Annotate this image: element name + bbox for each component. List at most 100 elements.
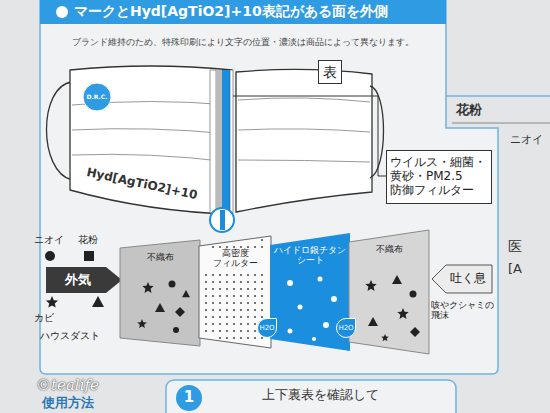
ear-loop: [47, 82, 73, 180]
particle-dot: [219, 281, 221, 283]
pollen-symbol: [84, 251, 94, 261]
arrow-shape: [46, 267, 122, 293]
nonwoven-layer: 不織布: [120, 240, 200, 346]
particle-dot: [219, 295, 221, 297]
node-label: 不織布: [376, 244, 403, 254]
particle-star: [397, 308, 408, 319]
layer-strip: [230, 70, 233, 213]
particle-dot: [212, 323, 214, 325]
outside-air-arrow: 外気: [46, 267, 122, 293]
section-title: 使用方法: [42, 396, 94, 411]
particle-dot: [312, 337, 316, 341]
arrow-shape: [432, 265, 492, 293]
particle-star: [137, 319, 147, 328]
particle-dot: [226, 295, 228, 297]
particle-dot: [56, 6, 68, 18]
particle-dot: [219, 316, 221, 318]
particle-dot: [233, 309, 235, 311]
particle-dot: [254, 337, 256, 339]
particle-dot: [298, 305, 303, 310]
mask-pleat: [238, 129, 370, 132]
particle-dot: [247, 337, 249, 339]
particle-dot: [240, 316, 242, 318]
particle-dot: [323, 322, 329, 328]
side-panel-edge: [446, 95, 550, 97]
odor-symbol: [45, 251, 55, 261]
particle-dot: [219, 309, 221, 311]
particle-dot: [261, 302, 263, 304]
particle-name: ニオイ: [34, 234, 64, 246]
particle-dot: [169, 281, 176, 288]
particle-dot: [247, 316, 249, 318]
particle-dot: [233, 302, 235, 304]
particle-dot: [226, 302, 228, 304]
mask-pleat: [238, 98, 370, 102]
exhale-arrow: 吐く息: [432, 265, 492, 293]
node-label: ウイルス・細菌・ 黄砂・PM2.5 防御フィルター: [390, 156, 488, 197]
step-number: 1: [176, 385, 202, 411]
particle-dot: [226, 288, 228, 290]
particle-dot: [176, 385, 202, 411]
particle-dot: [233, 316, 235, 318]
particle-dot: [233, 295, 235, 297]
particle-name: 花粉: [78, 234, 98, 246]
particle-dot: [212, 302, 214, 304]
particle-triangle: [155, 303, 165, 312]
particle-dot: [219, 337, 221, 339]
particle-dot: [226, 316, 228, 318]
particle-dot: [240, 281, 242, 283]
usage-section: [166, 380, 456, 413]
particle-dot: [288, 329, 293, 334]
particle-dot: [205, 274, 207, 276]
particle-dot: [212, 281, 214, 283]
particle-dot: [247, 309, 249, 311]
particle-dot: [254, 302, 256, 304]
mask-pleat: [238, 160, 370, 162]
node-label: 吐く息: [450, 272, 486, 286]
particle-dot: [410, 291, 417, 298]
particle-dot: [212, 316, 214, 318]
particle-dot: [254, 309, 256, 311]
particle-dot: [254, 274, 256, 276]
particle-dot: [247, 274, 249, 276]
particle-dot: [205, 281, 207, 283]
particle-dot: [219, 302, 221, 304]
particle-dot: [233, 330, 235, 332]
node-label: ハイドロ銀チタン シート: [272, 245, 348, 266]
water-drop: H2O: [257, 318, 277, 338]
step-text: 上下裏表を確認して: [262, 388, 379, 403]
panel-frame: [40, 0, 498, 374]
particle-diamond: [175, 307, 185, 317]
particle-dot: [247, 323, 249, 325]
particle-dot: [247, 330, 249, 332]
particle-dot: [233, 323, 235, 325]
side-heading: 花粉: [456, 103, 482, 118]
instruction-banner: マークとHyd[AgTiO2]+10表記がある面を外側: [40, 0, 446, 24]
notice-text: ブランド維持のため、特殊印刷により文字の位置・濃淡は商品によって異なります。: [72, 37, 414, 47]
side-text: ニオイ: [510, 134, 543, 147]
particle-dot: [205, 295, 207, 297]
node-label: D.R.C.: [87, 94, 108, 101]
particle-dot: [254, 316, 256, 318]
layer-shape: [120, 240, 200, 346]
particle-dot: [219, 288, 221, 290]
particle-star: [142, 282, 153, 293]
node-label: 高密度 フィルター: [201, 248, 269, 269]
particle-dot: [261, 309, 263, 311]
particle-dot: [233, 274, 235, 276]
particle-dot: [205, 309, 207, 311]
droplet-note: 咳やクシャミの 飛沫: [430, 300, 496, 321]
particle-dot: [261, 281, 263, 283]
particle-dot: [240, 323, 242, 325]
particle-dot: [247, 288, 249, 290]
particle-dot: [226, 309, 228, 311]
particle-dot: [240, 302, 242, 304]
particle-dot: [247, 295, 249, 297]
particle-dot: [226, 337, 228, 339]
particle-dot: [219, 323, 221, 325]
particle-dot: [233, 281, 235, 283]
node-label: 1: [184, 389, 194, 406]
particle-star: [365, 280, 376, 291]
particle-dot: [331, 296, 337, 302]
